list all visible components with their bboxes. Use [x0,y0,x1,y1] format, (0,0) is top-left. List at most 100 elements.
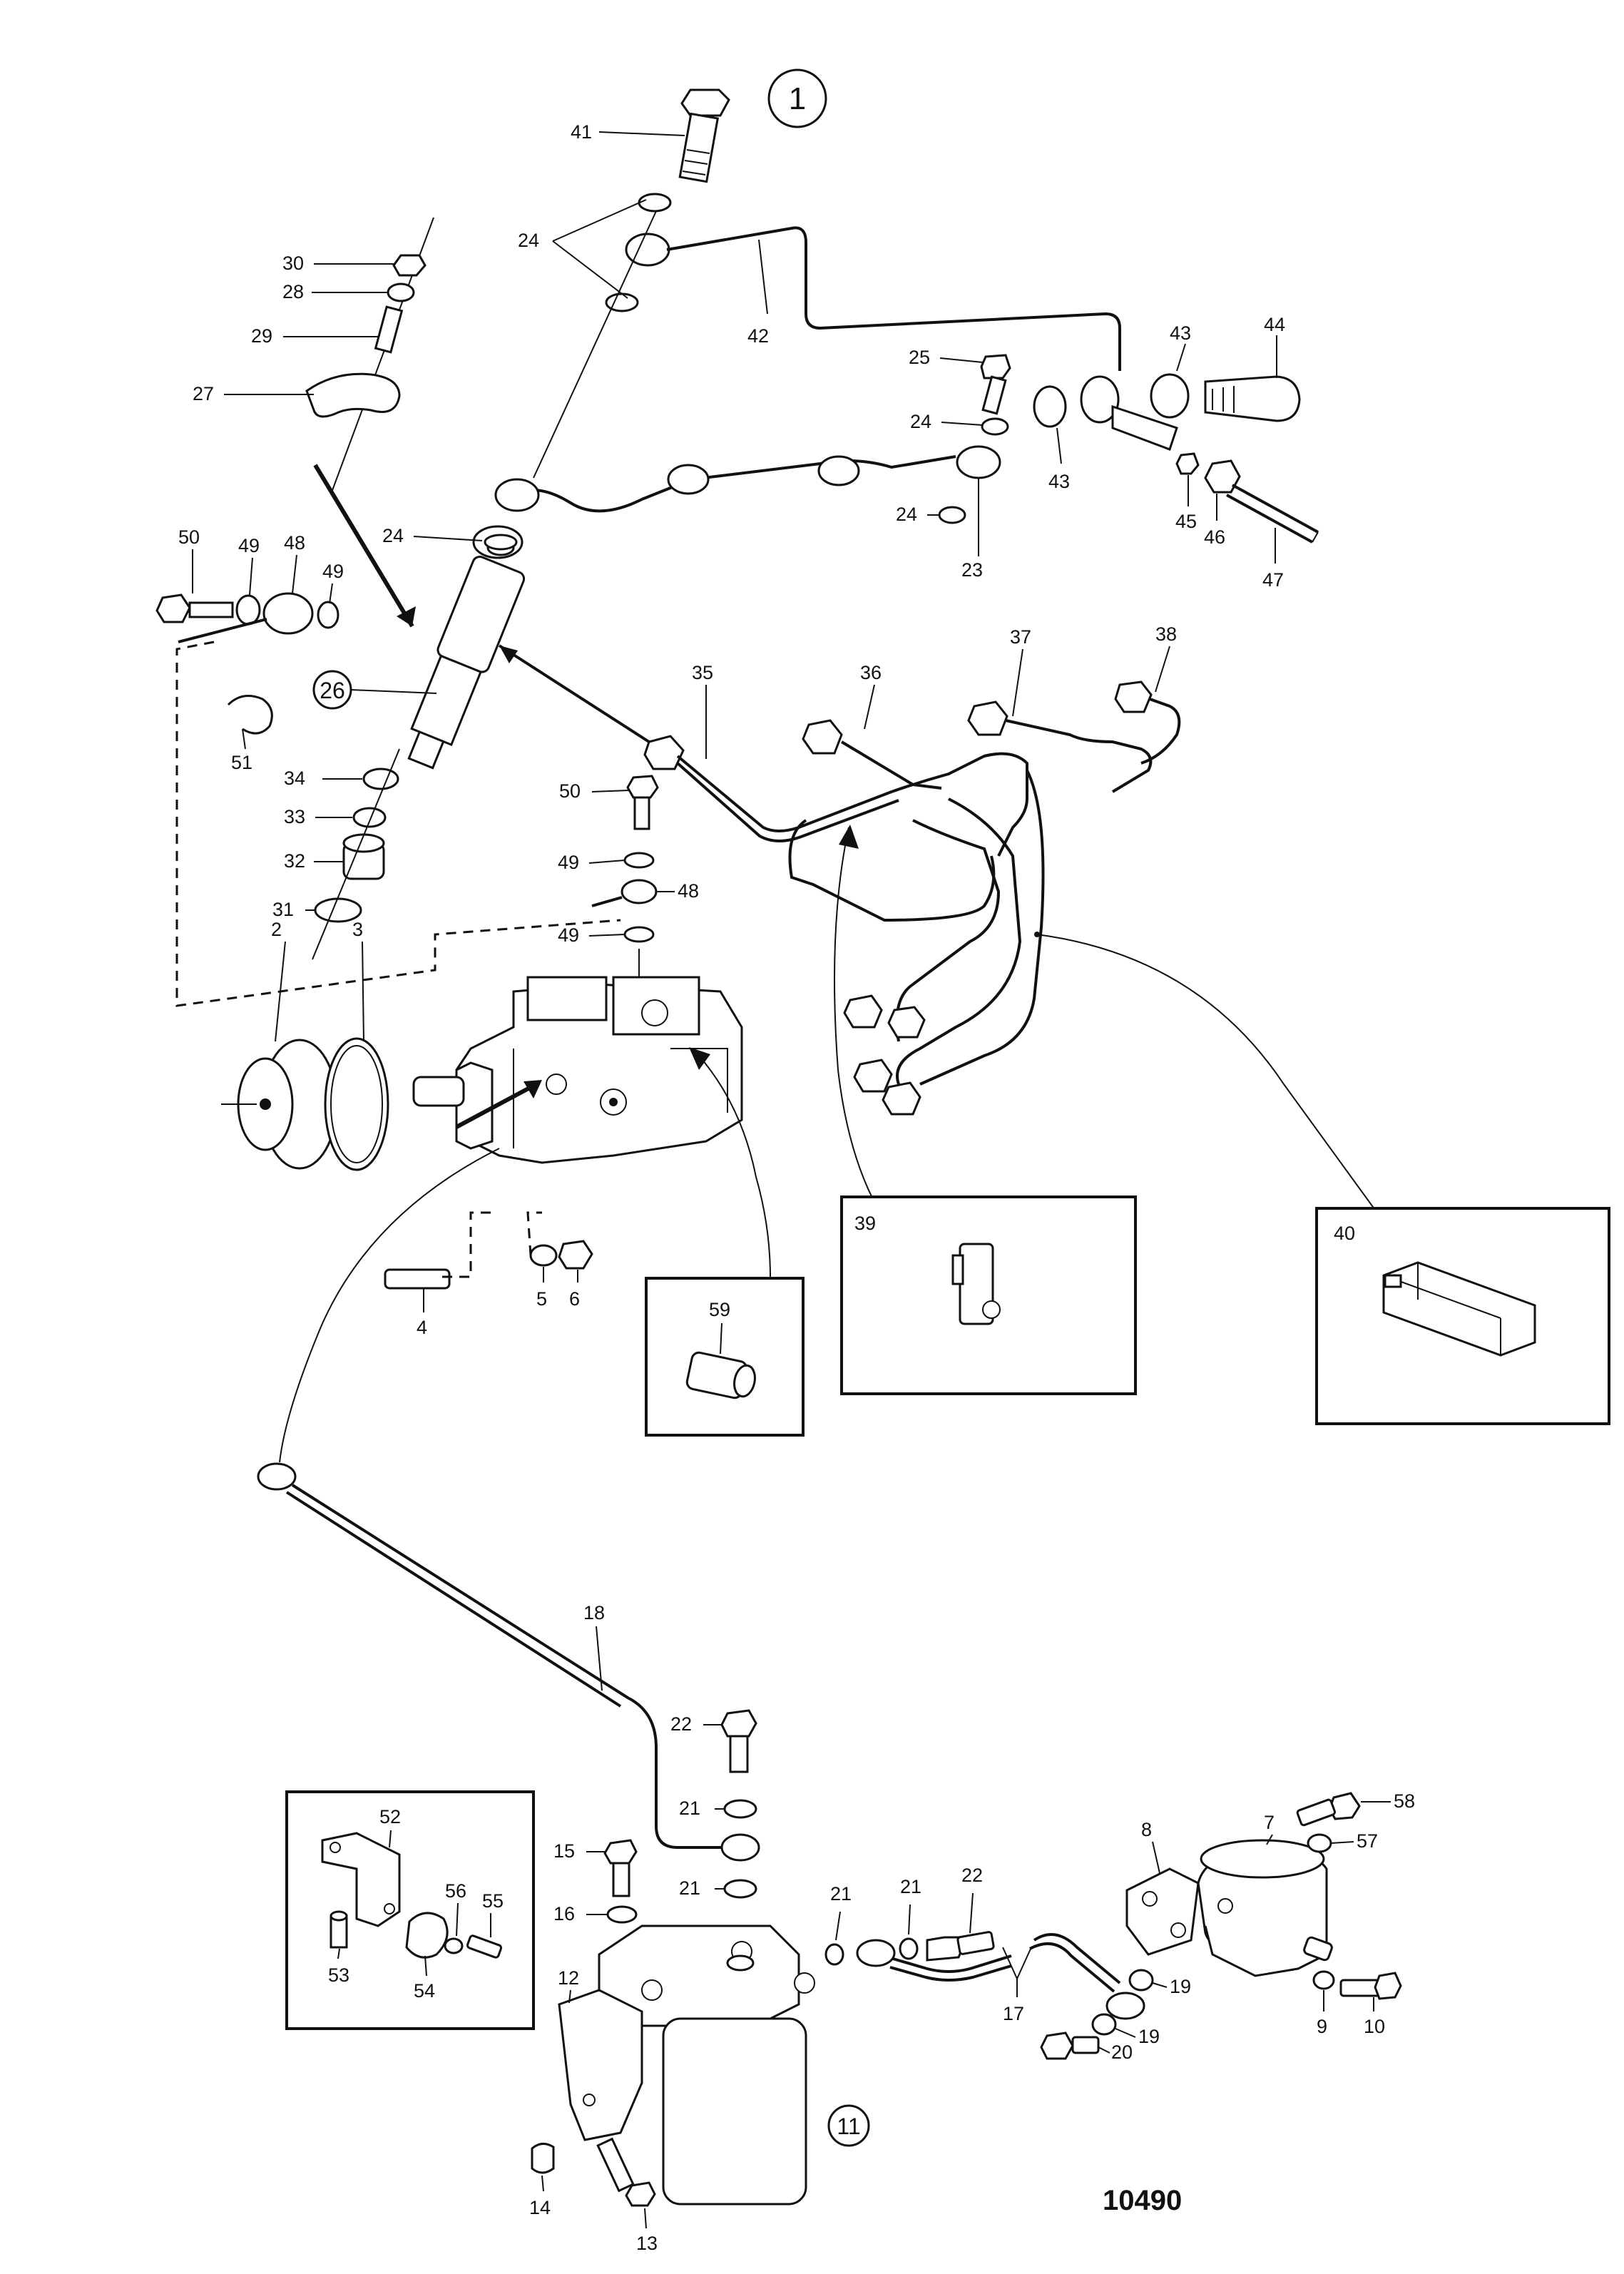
part-label-filter_group: 11 [837,2114,860,2139]
part-label-p49a: 49 [238,535,260,556]
bolt-15-head [603,1839,638,1865]
part-label-p53: 53 [328,1964,349,1986]
part-label-p45: 45 [1175,511,1197,532]
part-label-p42: 42 [747,325,769,347]
part-label-p36: 36 [860,662,882,683]
banjo-leakoff-4 [956,445,1001,479]
part-label-p2: 2 [271,919,282,940]
part-label-p19b: 19 [1138,2026,1160,2047]
fitting-45-body [1111,404,1178,451]
washer-5 [529,1244,558,1267]
part-label-p57: 57 [1357,1830,1378,1852]
part-label-p51: 51 [231,752,252,773]
washer-16 [606,1905,638,1924]
part-label-p43b: 43 [1048,471,1070,492]
washer-19-b [1091,2013,1117,2036]
clamp-27 [305,372,401,418]
part-label-p37: 37 [1010,626,1031,648]
part-label-p33: 33 [284,806,305,827]
part-label-p47: 47 [1262,569,1284,591]
part-label-p48b: 48 [678,880,699,902]
banjo-17 [856,1939,896,1967]
bracket-inset [285,1790,535,2030]
part-label-p31: 31 [272,899,294,920]
pump-shaft [412,1076,465,1107]
part-label-p7: 7 [1264,1812,1275,1833]
inset-40: 40 [1315,1207,1610,1425]
washer-28 [387,282,415,302]
nut-pipe-36 [802,719,843,755]
washer-24-upper-right [981,417,1009,436]
part-label-p8: 8 [1141,1819,1152,1840]
inset-39: 39 [840,1195,1137,1395]
bolt-50-head-upper [155,593,191,623]
part-label-p21b: 21 [679,1877,700,1899]
part-label-p52: 52 [379,1806,401,1827]
part-label-p28: 28 [282,281,304,302]
washer-9 [1312,1970,1335,1990]
part-label-p12: 12 [558,1967,579,1989]
fitting-45 [1175,452,1200,475]
washer-34 [362,768,399,790]
banjo-right [1080,375,1120,424]
part-label-p17: 17 [1003,2003,1024,2024]
washer-21-d [899,1937,919,1960]
banjo-48-lower [621,879,658,904]
part-label-p14: 14 [529,2197,551,2218]
part-label-p27: 27 [193,383,214,404]
part-label-injector_26: 26 [320,678,345,703]
part-label-p15: 15 [553,1840,575,1862]
feed-pump-7 [1197,1839,1333,1977]
part-label-p50b: 50 [559,780,581,802]
part-label-p24a: 24 [518,230,539,251]
part-label-p49c: 49 [558,852,579,873]
part-label-inset_59: 59 [709,1299,730,1320]
bolt-13 [596,2137,635,2193]
bolt-25-head [980,354,1011,379]
cap-14 [531,2143,555,2174]
part-label-p32: 32 [284,850,305,872]
part-label-inset_40: 40 [1334,1223,1355,1244]
part-label-p24c: 24 [910,411,931,432]
part-label-p38: 38 [1155,623,1177,645]
washer-21-top-b [723,1879,757,1899]
washer-57 [1307,1833,1332,1853]
part-label-p34: 34 [284,768,305,789]
group-callout-1: 1 [767,68,827,128]
part-label-p43a: 43 [1170,322,1191,344]
part-label-p22b: 22 [961,1865,983,1886]
banjo-18-bottom [720,1833,760,1862]
part-label-p55: 55 [482,1890,504,1912]
part-label-p49b: 49 [322,561,344,582]
washer-24-injector [484,534,518,551]
stud-4 [384,1268,451,1290]
banjo-bolt-41 [678,88,730,183]
part-label-p24b: 24 [382,525,404,546]
banjo-18-top [257,1462,297,1491]
part-label-p9: 9 [1317,2016,1327,2037]
nut-30 [392,254,427,277]
bolt-20-head [1040,2031,1074,2060]
part-label-p50a: 50 [178,526,200,548]
nut-pipe-38 [1114,680,1153,713]
part-label-p56: 56 [445,1880,466,1902]
part-label-p25: 25 [909,347,930,368]
filter-callout-11 [827,2104,870,2147]
pipe-nut-lower-2 [887,1006,926,1039]
nut-pipe-37 [967,700,1008,736]
part-label-p3: 3 [352,919,363,940]
part-label-p23: 23 [961,559,983,581]
part-label-p54: 54 [414,1980,435,2002]
washer-21-c [824,1943,844,1966]
part-label-p20: 20 [1111,2041,1133,2063]
injection-pump [455,976,743,1164]
part-label-p58: 58 [1394,1790,1415,1812]
washer-49-a [235,594,261,626]
washer-19-a [1128,1969,1154,1992]
banjo-leakoff-1 [494,478,540,512]
part-label-p29: 29 [251,325,272,347]
banjo-48-upper [262,592,314,635]
part-label-p44: 44 [1264,314,1285,335]
part-label-p5: 5 [536,1288,547,1310]
